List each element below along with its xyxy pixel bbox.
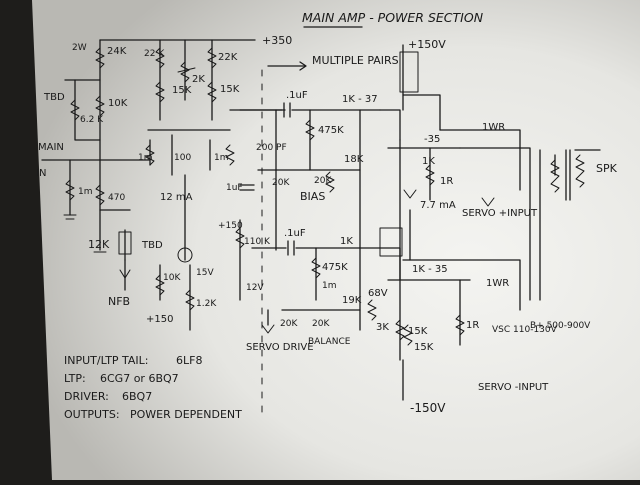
r-1m-ltp-label: 1m <box>138 153 153 163</box>
r-62k-label: 6.2 K <box>80 115 104 125</box>
r-19k-label: 19K <box>342 295 362 306</box>
b150-ltp-label: +150 <box>218 221 243 231</box>
paper-sheet <box>32 0 640 480</box>
r-24k-label: 24K <box>107 46 127 57</box>
main-label: MAIN <box>38 142 64 153</box>
ltp-tail-tube-icon <box>177 247 193 263</box>
r-10k-ltp-label: 10K <box>163 273 181 283</box>
r-10k-label: 10K <box>108 98 128 109</box>
ground-icon <box>63 214 107 253</box>
tube-notes: INPUT/LTP TAIL: 6LF8 LTP: 6CG7 or 6BQ7 D… <box>64 354 242 421</box>
servo-plus-input-label: SERVO +INPUT <box>462 208 538 219</box>
r-22k-b-label: 22K <box>218 52 238 63</box>
r-35-a-label: -35 <box>424 134 440 145</box>
r-12k-ltp-label: 1.2K <box>196 299 217 309</box>
output-resistors <box>395 164 465 346</box>
r-1k-37-label: 1K - 37 <box>342 94 378 105</box>
r-1k-35-label: 1K - 35 <box>412 264 448 275</box>
c-1uf-b-label: 1uF <box>226 183 243 193</box>
rail-wires <box>99 39 404 401</box>
r-20k-d-label: 20K <box>312 319 330 329</box>
r-1k-driver-label: 1K <box>340 236 353 247</box>
r-1k-output-label: 1K <box>422 156 435 167</box>
i-77ma-label: 7.7 mA <box>420 200 456 211</box>
servo-minus-input-label: SERVO -INPUT <box>478 382 549 393</box>
r-2k-label: 2K <box>192 74 205 85</box>
nfb-arrow-icon <box>119 269 131 279</box>
pot-wiper-arrow-icon <box>177 67 196 73</box>
output-section-wires <box>379 94 601 361</box>
r-3k-label: 3K <box>376 322 389 333</box>
note-label: LTP: <box>64 372 86 385</box>
driver-caps <box>239 102 295 256</box>
r-2w-label: 2W <box>72 43 87 53</box>
servo-drive-arrow-icon <box>261 324 275 334</box>
v-68v-label: 68V <box>368 288 388 299</box>
r-15k-out-b-label: 15K <box>414 342 434 353</box>
c-1uf-c-label: .1uF <box>284 228 306 239</box>
bt-label: B+ 500-900V <box>530 321 591 331</box>
ltp-section-wires <box>147 39 286 331</box>
r-18k-label: 18K <box>344 154 364 165</box>
output-tube-icons <box>379 51 419 257</box>
in-label: IN <box>36 168 46 179</box>
arrowhead-icon <box>299 61 307 71</box>
diagram-title: MAIN AMP - POWER SECTION <box>302 10 484 25</box>
r-110k-label: 110 K <box>244 237 271 247</box>
multiple-pairs-note: MULTIPLE PAIRS <box>312 54 399 67</box>
rail-b150-label: +150V <box>408 38 446 51</box>
r-1wr-b-label: 1WR <box>486 278 509 289</box>
r-1m-input-label: 1m <box>78 187 93 197</box>
tbd2-label: TBD <box>141 240 163 251</box>
ltp-resistors <box>145 47 235 311</box>
r-1m-driver-label: 1m <box>322 281 337 291</box>
note-label: OUTPUTS: <box>64 408 120 421</box>
r-1r-a-label: 1R <box>440 176 453 187</box>
r-1m-ltp-b-label: 1m <box>214 153 229 163</box>
note-value: 6LF8 <box>176 354 202 367</box>
v-100-label: 100 <box>174 153 191 163</box>
note-label: DRIVER: <box>64 390 109 403</box>
balance-label: BALANCE <box>308 337 351 347</box>
speaker-transformer-icon <box>550 149 585 201</box>
note-value: 6BQ7 <box>122 390 152 403</box>
r-22k-a-label: 22 K <box>144 49 165 59</box>
driver-section-wires <box>239 109 381 331</box>
nfb-label: NFB <box>108 295 130 308</box>
tbd1-label: TBD <box>43 92 65 103</box>
rail-bneg150-label: -150V <box>410 401 446 415</box>
v-12v-label: 12V <box>246 283 264 293</box>
note-value: POWER DEPENDENT <box>130 408 242 421</box>
note-value: 6CG7 or 6BQ7 <box>100 372 179 385</box>
r-475k-a-label: 475K <box>318 125 344 136</box>
c-200pf-label: 200 PF <box>256 143 287 153</box>
r-20k-c-label: 20K <box>280 319 298 329</box>
c-1uf-a-label: .1uF <box>286 90 308 101</box>
servo-plus-arrow-icon <box>481 197 495 207</box>
r-20k-b-label: 20K <box>314 176 332 186</box>
spk-label: SPK <box>596 162 618 175</box>
bias-label: BIAS <box>300 190 325 203</box>
driver-resistors <box>235 119 377 321</box>
r-1wr-a-label: 1WR <box>482 122 505 133</box>
input-resistors <box>65 47 132 255</box>
r-15k-out-a-label: 15K <box>408 326 428 337</box>
r-475k-b-label: 475K <box>322 262 348 273</box>
r-470-label: 470 <box>108 193 125 203</box>
rail-b350-label: +350 <box>262 34 292 47</box>
servo-drive-label: SERVO DRIVE <box>246 342 314 353</box>
current-arrow-icon <box>403 189 417 199</box>
r-20k-a-label: 20K <box>272 178 290 188</box>
v-15v-label: 15V <box>196 268 214 278</box>
i-12ma-label: 12 mA <box>160 192 193 203</box>
r-1r-b-label: 1R <box>466 320 479 331</box>
note-label: INPUT/LTP TAIL: <box>64 354 149 367</box>
plus150-label: +150 <box>146 314 173 325</box>
r-15k-b-label: 15K <box>220 84 240 95</box>
r-15k-a-label: 15K <box>172 85 192 96</box>
r-12k-input-label: 12K <box>88 238 110 251</box>
vsc-label: VSC 110-130V <box>492 325 558 335</box>
